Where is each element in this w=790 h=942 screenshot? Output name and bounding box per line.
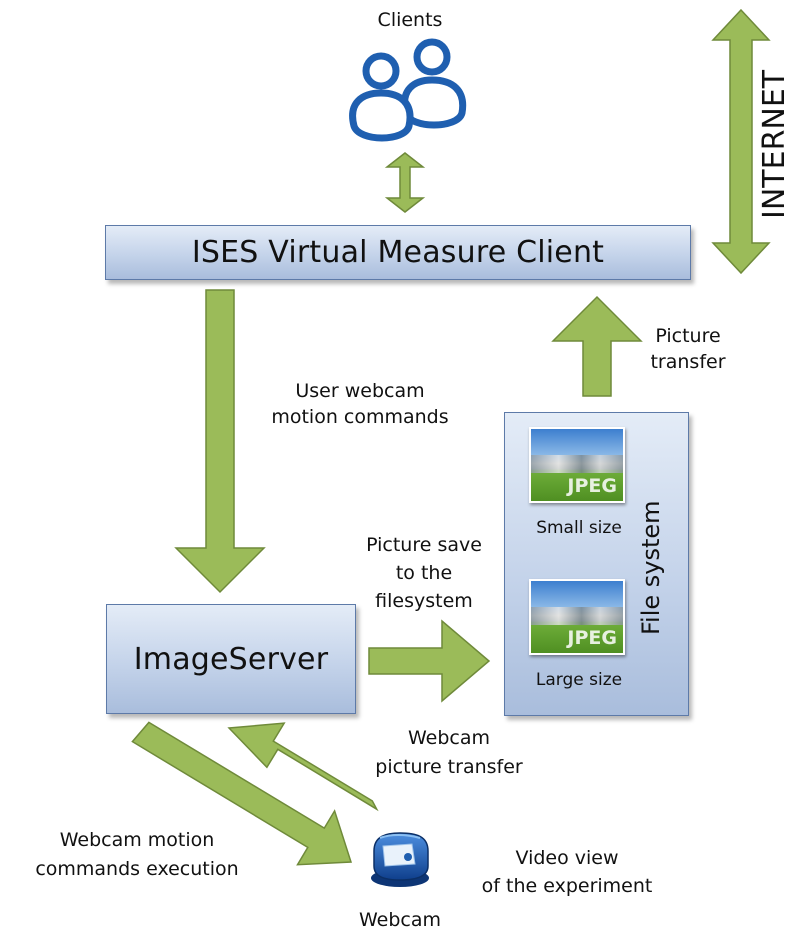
clients-label: Clients (377, 9, 443, 31)
large-jpeg-text: JPEG (567, 627, 617, 649)
large-size-label: Large size (535, 670, 623, 690)
picture-save-line-1: Picture save (366, 534, 482, 556)
internet-label: INTERNET (757, 69, 790, 219)
clients-vmc-double-arrow (384, 152, 426, 213)
virtual-measure-client-box: ISES Virtual Measure Client (105, 225, 691, 280)
imageserver-box: ImageServer (106, 604, 356, 714)
motion-exec-line-2: commands execution (35, 858, 239, 880)
file-system-box: File system JPEG Small size JPEG Large s… (504, 412, 689, 716)
motion-exec-label: Webcam motion commands execution (14, 826, 260, 884)
motion-exec-line-1: Webcam motion (59, 829, 215, 851)
picture-transfer-line-2: transfer (650, 351, 726, 373)
user-commands-label: User webcam motion commands (265, 378, 455, 430)
internet-double-arrow (711, 8, 771, 275)
large-jpeg-thumbnail: JPEG (529, 579, 625, 655)
video-view-label: Video view of the experiment (462, 844, 672, 900)
picture-save-line-2: to the (395, 562, 453, 584)
webcam-icon (371, 832, 429, 887)
webcam-transfer-line-1: Webcam (407, 727, 491, 749)
small-jpeg-text: JPEG (567, 475, 617, 497)
webcam-label: Webcam (358, 909, 442, 931)
picture-save-label: Picture save to the filesystem (354, 531, 494, 615)
picture-save-right-arrow (368, 619, 491, 703)
file-system-label: File system (637, 500, 665, 636)
picture-transfer-up-arrow (551, 295, 643, 397)
user-commands-line-2: motion commands (271, 406, 449, 428)
picture-transfer-label: Picture transfer (638, 323, 738, 375)
picture-transfer-line-1: Picture (655, 325, 721, 347)
motion-exec-diagonal-arrow (131, 721, 353, 866)
small-jpeg-thumbnail: JPEG (529, 427, 625, 503)
small-size-label: Small size (536, 518, 622, 538)
webcam-transfer-diagonal-arrow (227, 722, 379, 812)
video-view-line-2: of the experiment (481, 875, 653, 897)
clients-icon (349, 38, 467, 142)
user-commands-line-1: User webcam (295, 380, 425, 402)
picture-save-line-3: filesystem (375, 590, 473, 612)
webcam-transfer-label: Webcam picture transfer (364, 724, 534, 782)
virtual-measure-client-title: ISES Virtual Measure Client (191, 235, 605, 270)
video-view-line-1: Video view (515, 847, 619, 869)
commands-down-arrow (174, 289, 266, 594)
webcam-transfer-line-2: picture transfer (375, 756, 523, 778)
imageserver-title: ImageServer (133, 641, 329, 677)
